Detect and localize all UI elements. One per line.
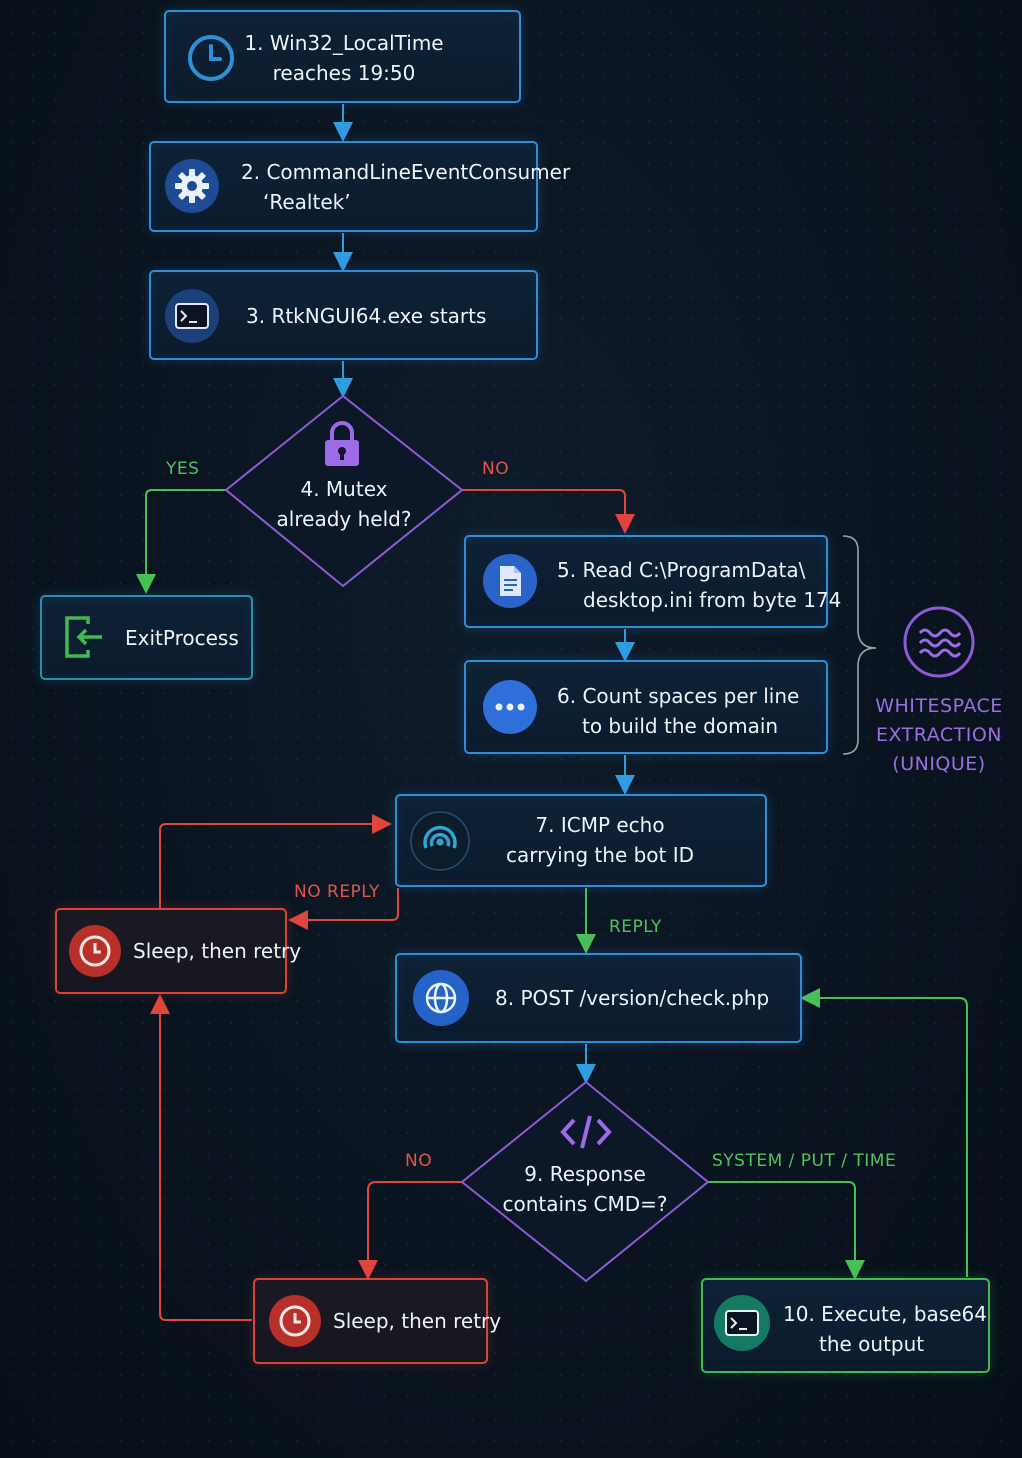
whitespace-brace — [842, 535, 877, 755]
signal-icon — [410, 811, 470, 871]
node-2-label: 2. CommandLineEventConsumer‘Realtek’ — [241, 160, 571, 214]
lock-icon — [325, 421, 359, 466]
node-exit-label: ExitProcess — [125, 626, 239, 650]
clock-icon — [69, 925, 121, 977]
clock-icon — [269, 1295, 321, 1347]
edge-label-no-cmd: NO — [405, 1151, 433, 1171]
edge-cmd — [708, 1181, 865, 1280]
globe-icon — [413, 970, 469, 1026]
terminal-icon — [165, 289, 219, 343]
node-5-label: 5. Read C:\ProgramData\desktop.ini from … — [557, 558, 842, 612]
edge-label-reply: REPLY — [609, 917, 662, 937]
node-sleep-2-label: Sleep, then retry — [333, 1309, 502, 1333]
terminal-icon — [714, 1295, 770, 1351]
edge-loop-back — [800, 988, 968, 1277]
edge-yes — [136, 489, 226, 594]
decision-diamond-9 — [460, 1080, 710, 1283]
edge-label-no-mutex: NO — [482, 459, 510, 479]
decision-diamond-4 — [224, 394, 464, 588]
edge-retry-1 — [159, 814, 392, 908]
waves-icon — [903, 606, 975, 678]
edge-no-reply — [288, 888, 399, 930]
node-8-label: 8. POST /version/check.php — [495, 986, 770, 1010]
code-icon — [560, 1115, 612, 1149]
edge-label-no-reply: NO REPLY — [294, 882, 380, 902]
edge-no-cmd — [358, 1181, 462, 1280]
dots-icon — [483, 680, 537, 734]
node-sleep-1-label: Sleep, then retry — [133, 939, 302, 963]
node-7-icmp-echo — [395, 794, 767, 887]
gear-icon — [165, 159, 219, 213]
node-1-localtime-trigger — [164, 10, 521, 103]
node-exit-process — [40, 595, 253, 680]
clock-icon — [188, 35, 234, 81]
exit-door-icon — [65, 616, 102, 658]
document-icon — [483, 554, 537, 608]
edge-label-system-put-time: SYSTEM / PUT / TIME — [712, 1151, 897, 1171]
edge-retry-2 — [150, 994, 252, 1321]
edge-no-mutex — [462, 489, 635, 534]
edge-label-yes: YES — [166, 459, 200, 479]
node-3-label: 3. RtkNGUI64.exe starts — [246, 304, 487, 328]
